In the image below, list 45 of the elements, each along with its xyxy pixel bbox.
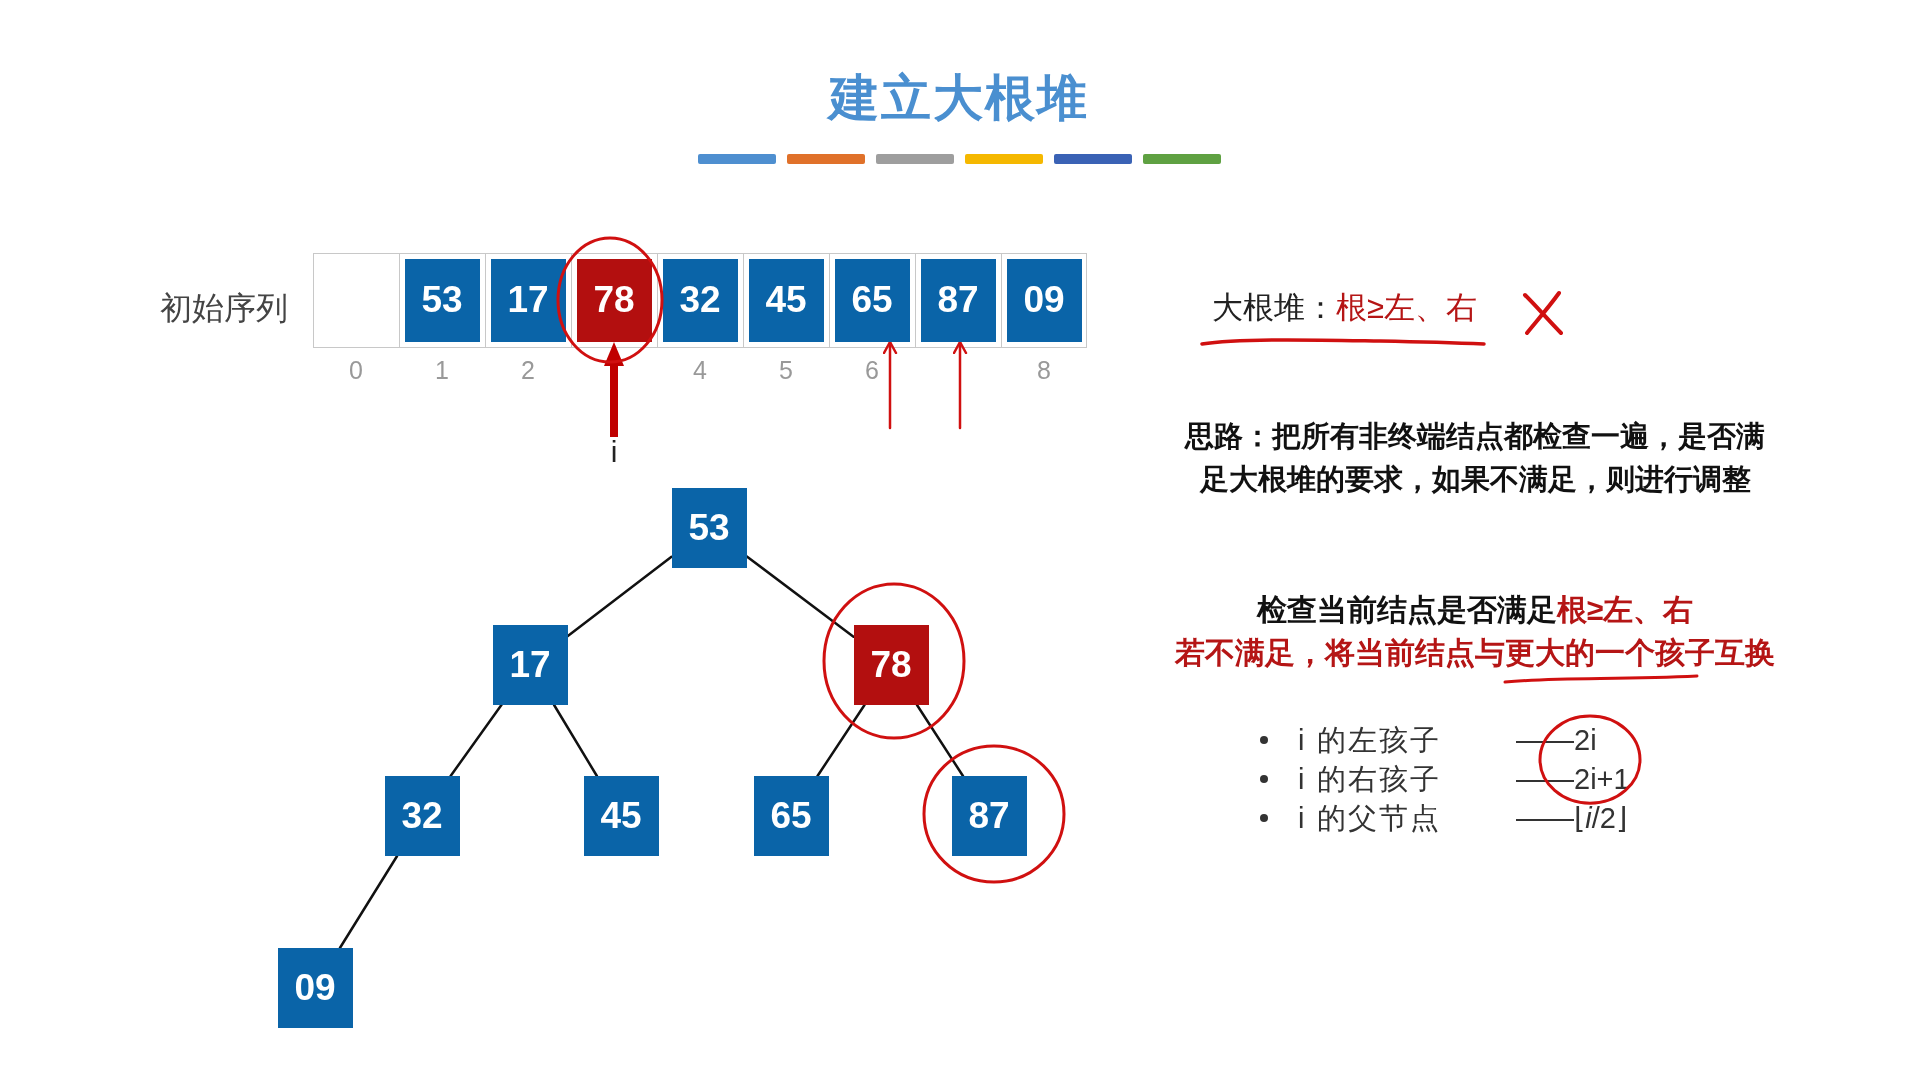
array-cell: 53 <box>404 259 480 342</box>
tree-edge <box>338 854 399 950</box>
tree-node: 65 <box>753 776 829 856</box>
definition-rule: 根≥左、右 <box>1336 288 1477 327</box>
list-item-text: i 的左孩子 <box>1298 722 1441 758</box>
tree-node: 53 <box>671 488 747 568</box>
array-cell: 65 <box>834 259 910 342</box>
condition-text: 根≥左、右 <box>1556 592 1694 629</box>
tree-edge <box>915 703 965 778</box>
index-number: 5 <box>779 355 793 387</box>
definition-term: 大根堆： <box>1212 288 1336 327</box>
tree-node: 45 <box>583 776 659 856</box>
arrow <box>952 340 968 430</box>
array-cell: 17 <box>490 259 566 342</box>
list-item-text: i 的父节点 <box>1298 800 1441 836</box>
idea-paragraph: 思路：把所有非终端结点都检查一遍，是否满足大根堆的要求，如果不满足，则进行调整 <box>1183 419 1766 497</box>
list-item-text: i 的右孩子 <box>1298 761 1441 797</box>
pointer-label: i <box>610 437 618 467</box>
sequence-label: 初始序列 <box>160 289 288 328</box>
tree-edge <box>552 703 599 778</box>
index-number: 4 <box>693 355 707 387</box>
tree-edge <box>566 555 673 638</box>
array-cell: 09 <box>1006 259 1082 342</box>
tree-edge <box>745 554 855 639</box>
empty-array-cell <box>313 253 400 348</box>
array-cell: 45 <box>748 259 824 342</box>
tree-node: 09 <box>277 948 353 1028</box>
arrow <box>882 340 898 430</box>
index-number: 1 <box>435 355 449 387</box>
formula-text: ——⌊i/2⌋ <box>1516 800 1628 836</box>
tree-node: 17 <box>492 625 568 705</box>
index-number: 2 <box>521 355 535 387</box>
index-number: 0 <box>349 355 363 387</box>
swap-instruction: 若不满足，将当前结点与更大的一个孩子互换 <box>1175 635 1775 672</box>
tree-edge <box>449 703 503 778</box>
array-cell: 87 <box>920 259 996 342</box>
index-number: 8 <box>1037 355 1051 387</box>
check-text: 检查当前结点是否满足 <box>1256 592 1557 629</box>
tree-node: 32 <box>384 776 460 856</box>
array-cell: 78 <box>576 259 652 342</box>
tree-edge <box>816 703 866 778</box>
index-number: 6 <box>865 355 879 387</box>
tree-node: 78 <box>853 625 929 705</box>
tree-node: 87 <box>951 776 1027 856</box>
array-cell: 32 <box>662 259 738 342</box>
